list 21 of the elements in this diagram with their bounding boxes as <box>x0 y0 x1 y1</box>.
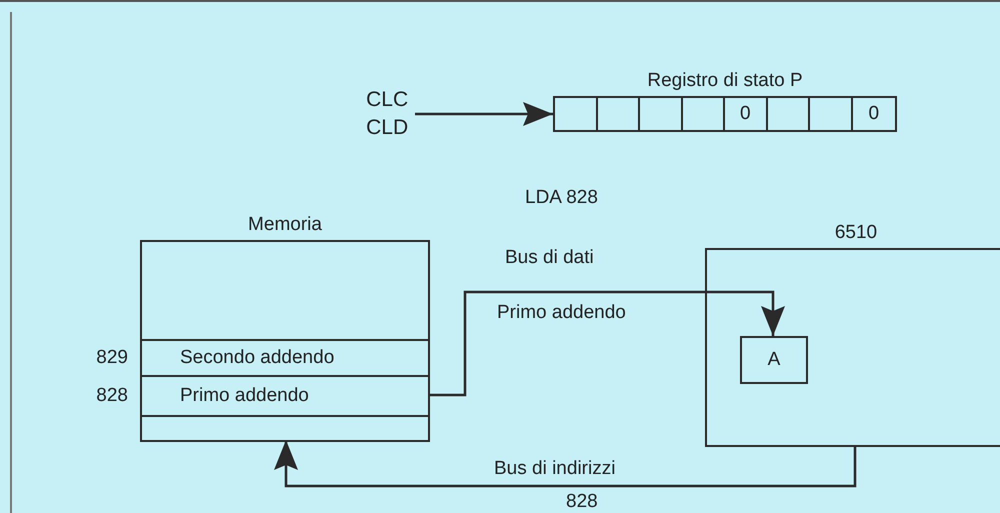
register-box <box>740 336 808 384</box>
note-label: LDA 828 <box>525 187 598 209</box>
note-label: 828 <box>566 491 598 513</box>
block-heading: 6510 <box>834 222 878 244</box>
cell-text: Secondo addendo <box>180 347 334 369</box>
address-number: 828 <box>96 385 128 407</box>
edge-label: Bus di indirizzi <box>494 458 616 480</box>
block-heading: Registro di stato P <box>646 70 804 92</box>
arrow <box>415 102 553 126</box>
cell-text: A <box>768 349 780 371</box>
bit-value: 0 <box>740 103 751 125</box>
arrow <box>274 440 856 488</box>
empty-register-cell <box>682 96 725 132</box>
address-number: 829 <box>96 347 128 369</box>
cell-text: Primo addendo <box>180 385 309 407</box>
arrow <box>428 290 785 396</box>
edge-label: Bus di dati <box>505 247 594 269</box>
block-heading: Memoria <box>247 214 323 236</box>
empty-register-cell <box>768 96 810 132</box>
bit-value: 0 <box>868 103 880 125</box>
note-label: Primo addendo <box>497 302 626 324</box>
